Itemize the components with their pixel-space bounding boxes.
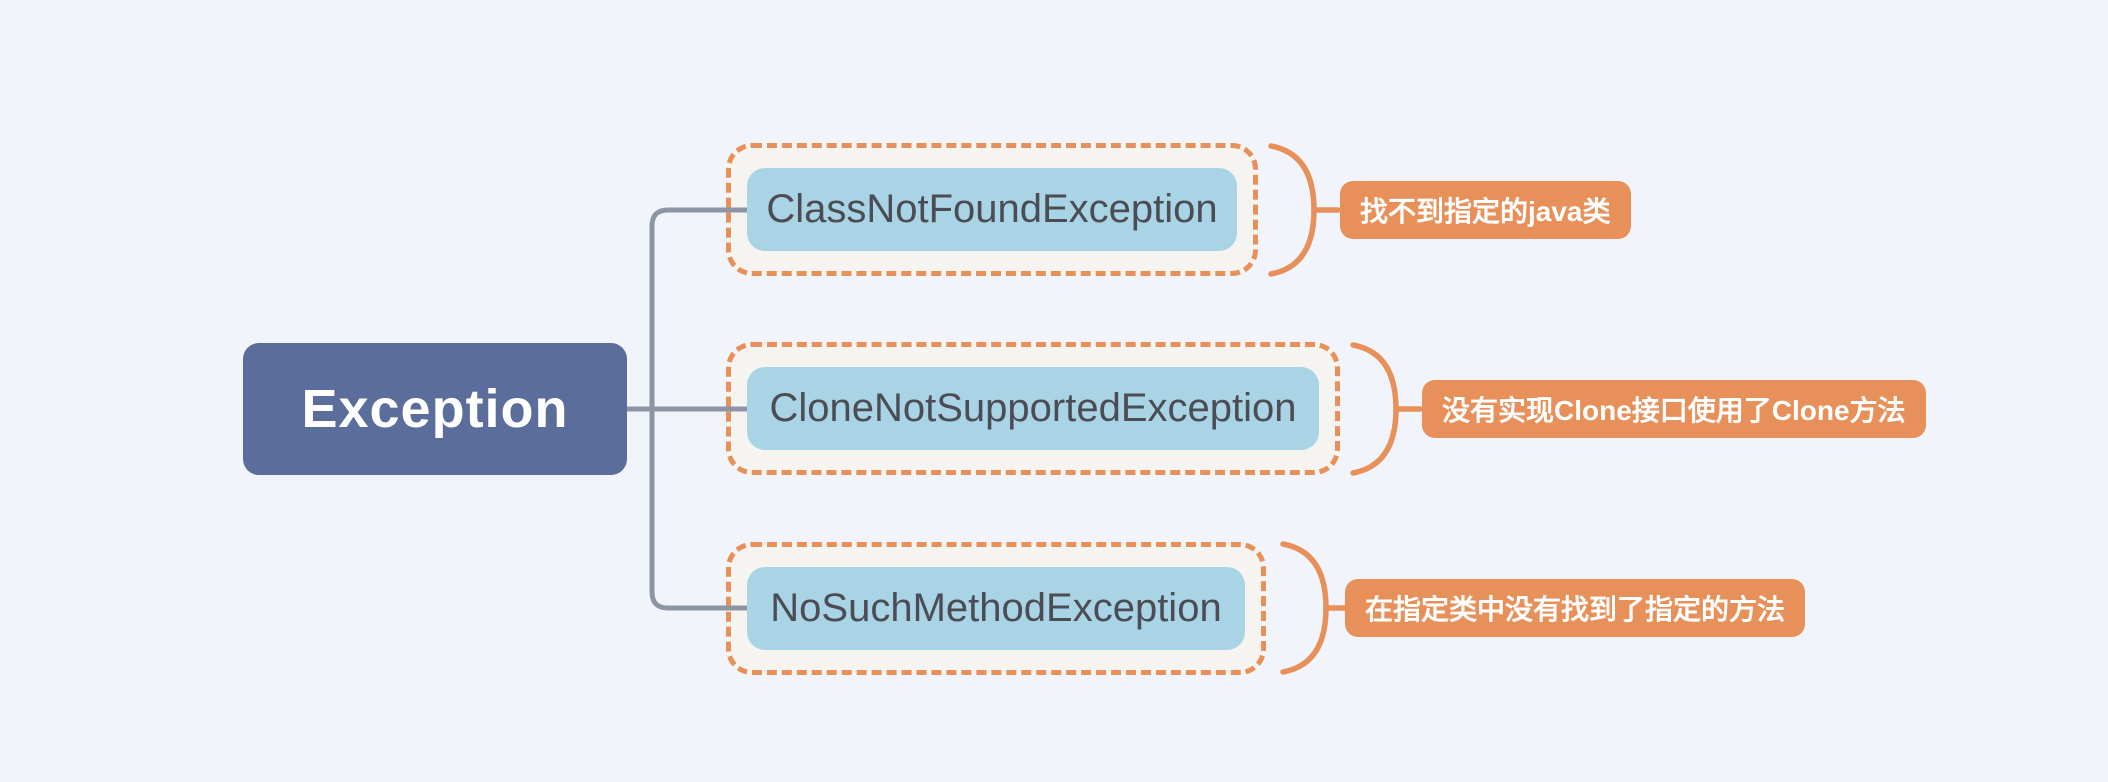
summary-note-clonenotsupported[interactable]: 没有实现Clone接口使用了Clone方法 bbox=[1422, 380, 1926, 438]
root-node-label: Exception bbox=[301, 379, 569, 439]
branch-group-boundary-3: NoSuchMethodException bbox=[726, 542, 1266, 675]
summary-note-classnotfound[interactable]: 找不到指定的java类 bbox=[1340, 181, 1631, 239]
branch-node-classnotfoundexception[interactable]: ClassNotFoundException bbox=[747, 168, 1237, 251]
summary-note-nosuchmethod[interactable]: 在指定类中没有找到了指定的方法 bbox=[1345, 579, 1806, 637]
summary-brace-icon bbox=[1350, 342, 1422, 476]
branch-node-label: CloneNotSupportedException bbox=[769, 386, 1297, 430]
summary-note-label: 在指定类中没有找到了指定的方法 bbox=[1365, 594, 1786, 625]
summary-brace-icon bbox=[1280, 541, 1352, 675]
summary-note-label: 找不到指定的java类 bbox=[1360, 196, 1611, 227]
connector-trunk-branches bbox=[649, 207, 747, 611]
branch-group-boundary-2: CloneNotSupportedException bbox=[726, 342, 1340, 475]
branch-node-clonenotsupportedexception[interactable]: CloneNotSupportedException bbox=[747, 367, 1319, 450]
branch-group-boundary-1: ClassNotFoundException bbox=[726, 143, 1258, 276]
summary-note-label: 没有实现Clone接口使用了Clone方法 bbox=[1442, 395, 1906, 426]
branch-node-label: NoSuchMethodException bbox=[770, 586, 1222, 630]
summary-brace-icon bbox=[1268, 143, 1340, 277]
branch-node-nosuchmethodexception[interactable]: NoSuchMethodException bbox=[747, 567, 1245, 650]
root-node-exception[interactable]: Exception bbox=[243, 343, 627, 475]
branch-node-label: ClassNotFoundException bbox=[766, 187, 1218, 231]
